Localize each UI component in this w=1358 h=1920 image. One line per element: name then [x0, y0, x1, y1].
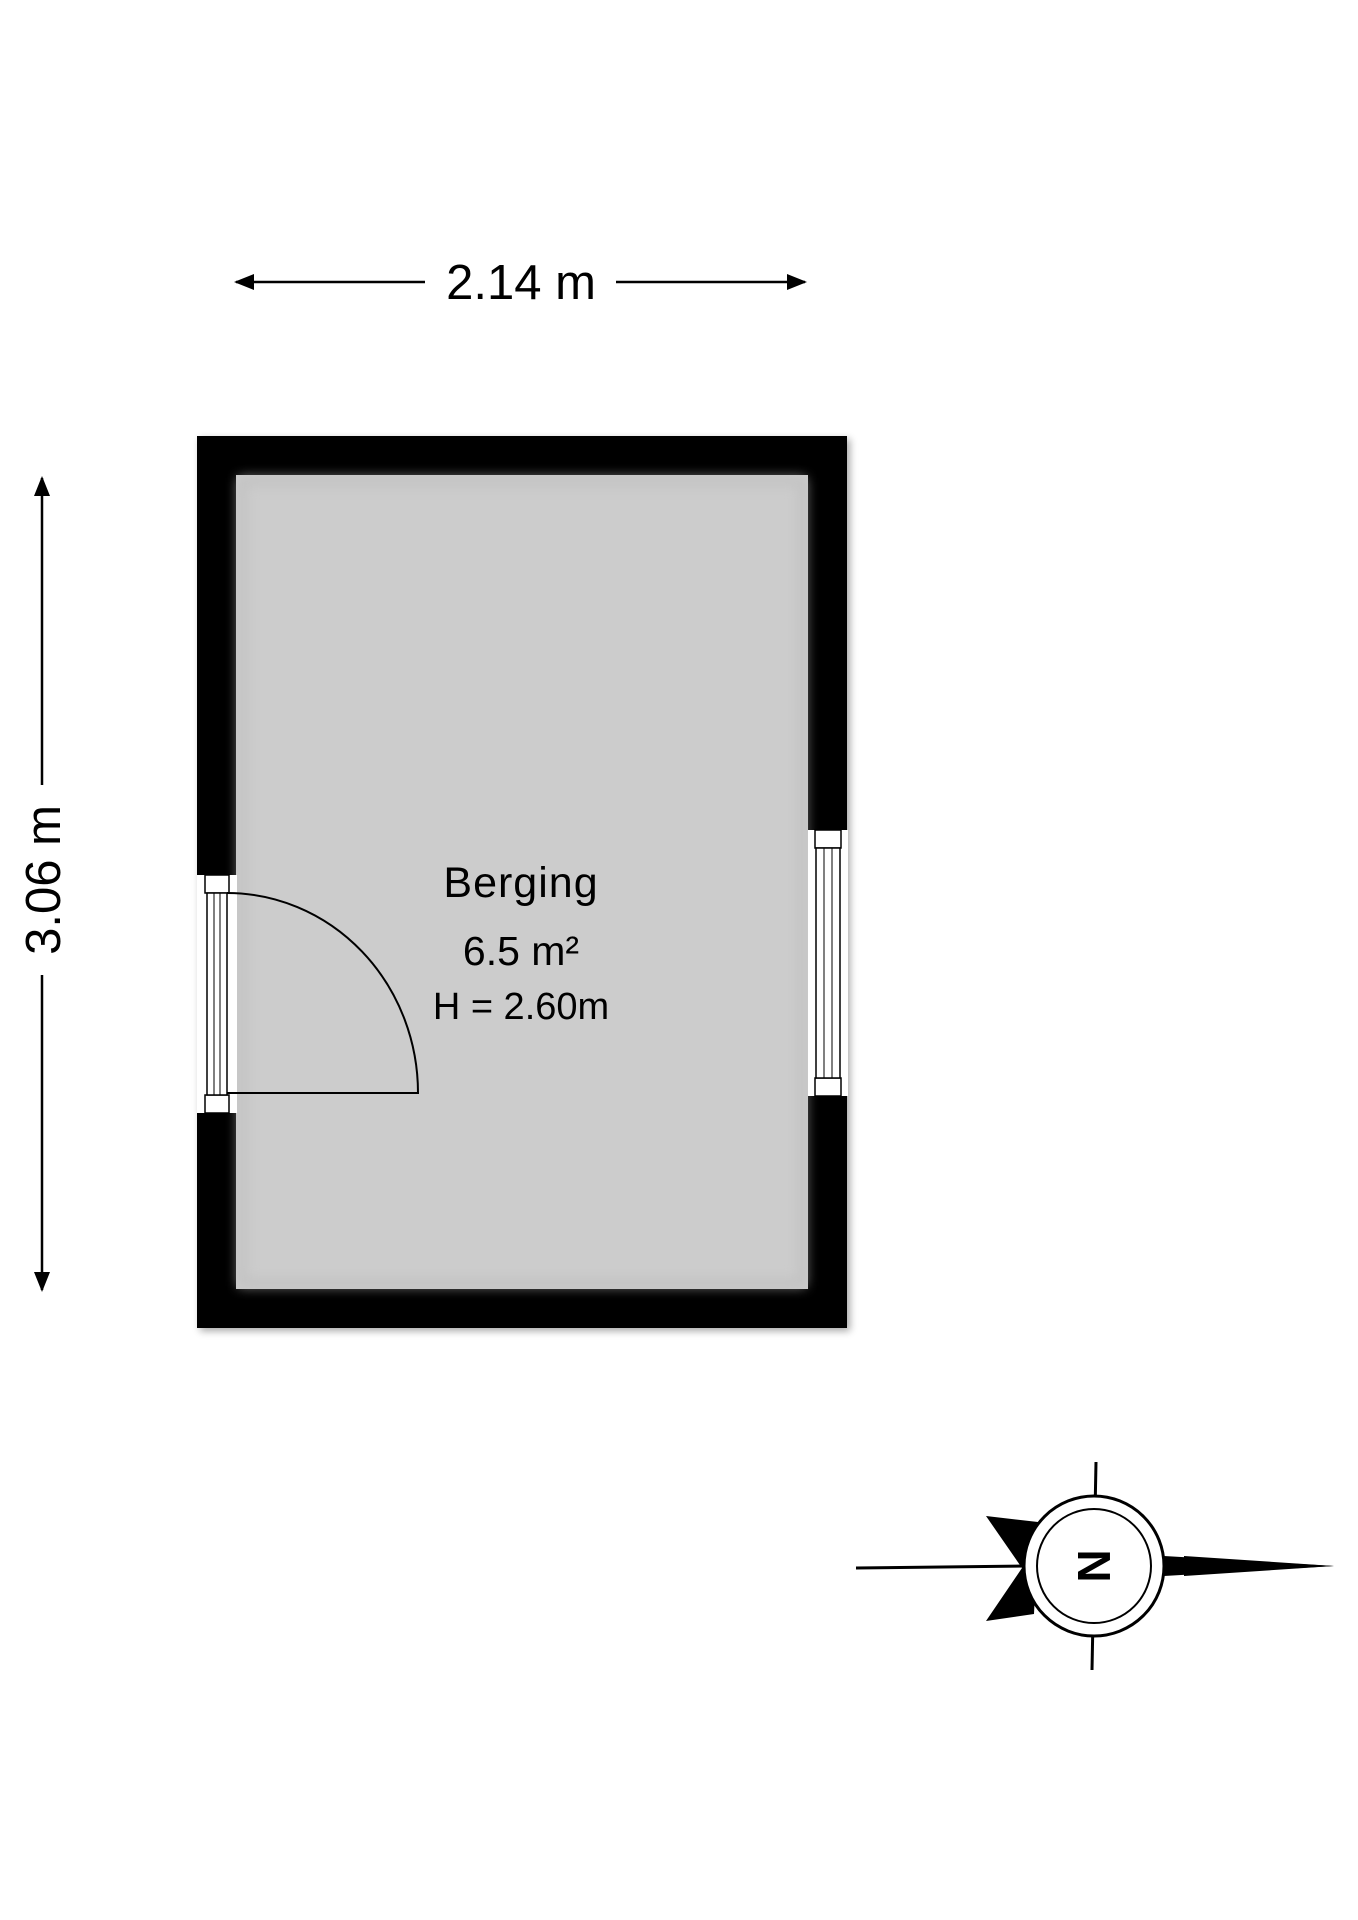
compass-inner-ring	[1036, 1508, 1152, 1624]
room-berging: Berging 6.5 m² H = 2.60m	[197, 436, 848, 1328]
room-floor	[236, 475, 808, 1289]
room-area: 6.5 m²	[463, 928, 579, 974]
door-left	[197, 874, 420, 1114]
window-right	[808, 829, 848, 1097]
width-dimension-label: 2.14 m	[446, 256, 596, 310]
compass-tail-east	[855, 1564, 1025, 1570]
compass-north-letter: N	[1068, 1549, 1120, 1582]
room-ceiling-height: H = 2.60m	[433, 986, 609, 1028]
compass-rose: N	[855, 1461, 1334, 1671]
width-dimension: 2.14 m	[234, 256, 807, 310]
compass-arrow-west	[1164, 1556, 1334, 1576]
height-dimension: 3.06 m	[17, 476, 71, 1292]
room-name: Berging	[443, 859, 598, 907]
floor-inner-shade	[239, 478, 805, 1286]
door-swing-arc	[226, 892, 420, 1094]
compass-fletch	[986, 1516, 1038, 1621]
height-dimension-label: 3.06 m	[17, 805, 71, 955]
